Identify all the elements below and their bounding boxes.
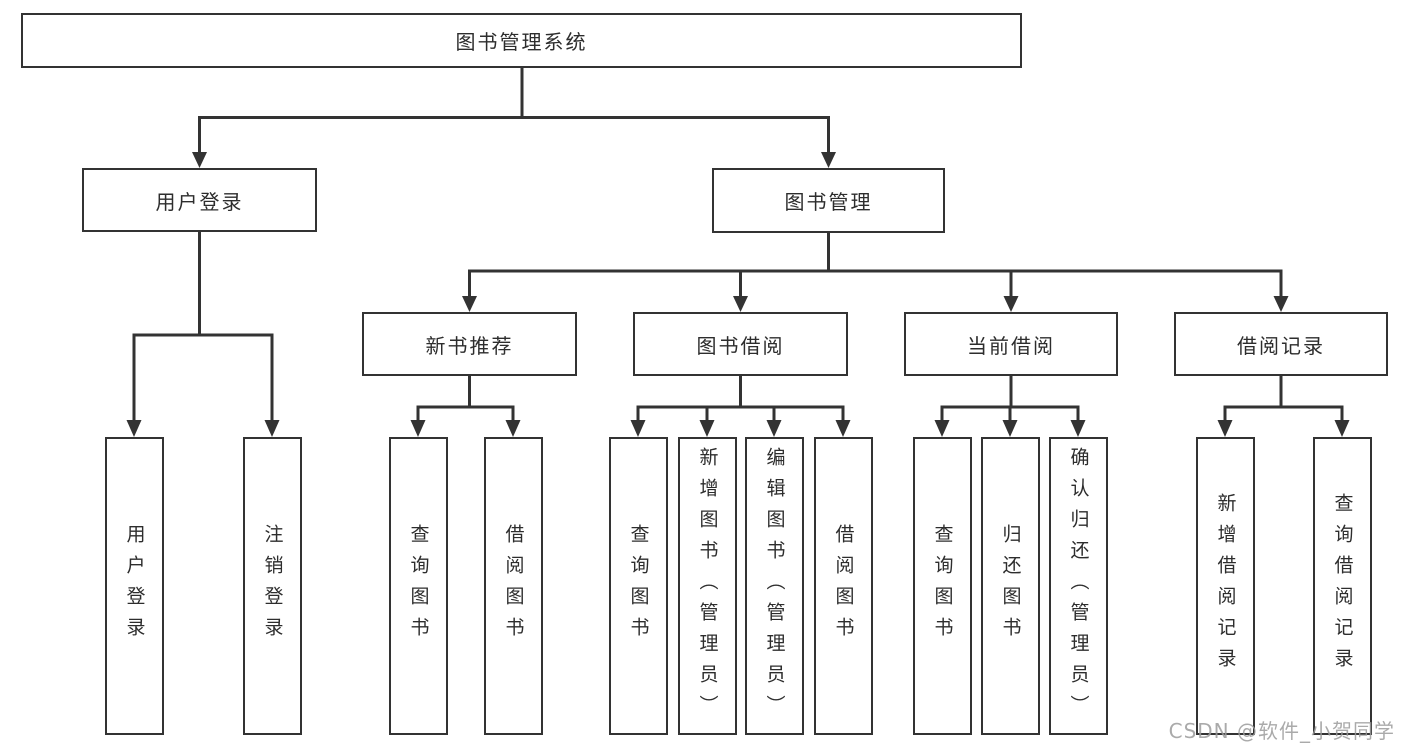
node-user-login: 用户登录 [82,168,317,232]
node-new-book-recommend: 新书推荐 [362,312,577,376]
node-leaf-add-books-admin: 新增图书（管理员） [677,437,737,735]
node-leaf-return-books-label: 归还图书 [999,524,1022,648]
node-leaf-borrowing-borrow-books-label: 借阅图书 [832,524,855,648]
node-leaf-confirm-return-admin: 确认归还（管理员） [1048,437,1108,735]
node-leaf-add-borrow-record-label: 新增借阅记录 [1214,493,1237,679]
watermark: CSDN @软件_小贺同学 [1168,719,1395,743]
node-leaf-recommend-query-books: 查询图书 [388,437,448,735]
node-user-login-label: 用户登录 [155,189,244,214]
node-borrowing-records-label: 借阅记录 [1237,333,1325,358]
node-leaf-confirm-return-admin-label: 确认归还（管理员） [1067,446,1090,726]
node-book-borrowing: 图书借阅 [633,312,848,376]
node-root-label: 图书管理系统 [455,30,588,54]
node-leaf-borrowing-query-books-label: 查询图书 [627,524,650,648]
node-leaf-add-books-admin-label: 新增图书（管理员） [696,446,719,726]
node-leaf-logout-label: 注销登录 [261,524,284,648]
node-root: 图书管理系统 [21,13,1022,68]
node-leaf-user-login: 用户登录 [104,437,164,735]
node-leaf-recommend-query-books-label: 查询图书 [407,524,430,648]
node-leaf-borrowing-query-books: 查询图书 [608,437,668,735]
node-leaf-edit-books-admin: 编辑图书（管理员） [744,437,804,735]
node-leaf-add-borrow-record: 新增借阅记录 [1195,437,1255,735]
node-book-borrowing-label: 图书借阅 [696,333,785,358]
node-current-borrowing: 当前借阅 [904,312,1118,376]
node-new-book-recommend-label: 新书推荐 [425,333,514,358]
node-leaf-logout: 注销登录 [242,437,302,735]
node-leaf-recommend-borrow-books-label: 借阅图书 [502,524,525,648]
node-leaf-borrowing-borrow-books: 借阅图书 [813,437,873,735]
node-leaf-current-query-books: 查询图书 [912,437,972,735]
node-book-management: 图书管理 [712,168,945,233]
node-borrowing-records: 借阅记录 [1174,312,1388,376]
node-leaf-user-login-label: 用户登录 [123,524,146,648]
node-leaf-edit-books-admin-label: 编辑图书（管理员） [763,446,786,726]
node-leaf-recommend-borrow-books: 借阅图书 [483,437,543,735]
node-leaf-current-query-books-label: 查询图书 [931,524,954,648]
node-leaf-query-borrow-record-label: 查询借阅记录 [1331,493,1354,679]
node-book-management-label: 图书管理 [784,190,873,214]
node-leaf-query-borrow-record: 查询借阅记录 [1312,437,1372,735]
node-leaf-return-books: 归还图书 [980,437,1040,735]
node-current-borrowing-label: 当前借阅 [967,333,1055,358]
